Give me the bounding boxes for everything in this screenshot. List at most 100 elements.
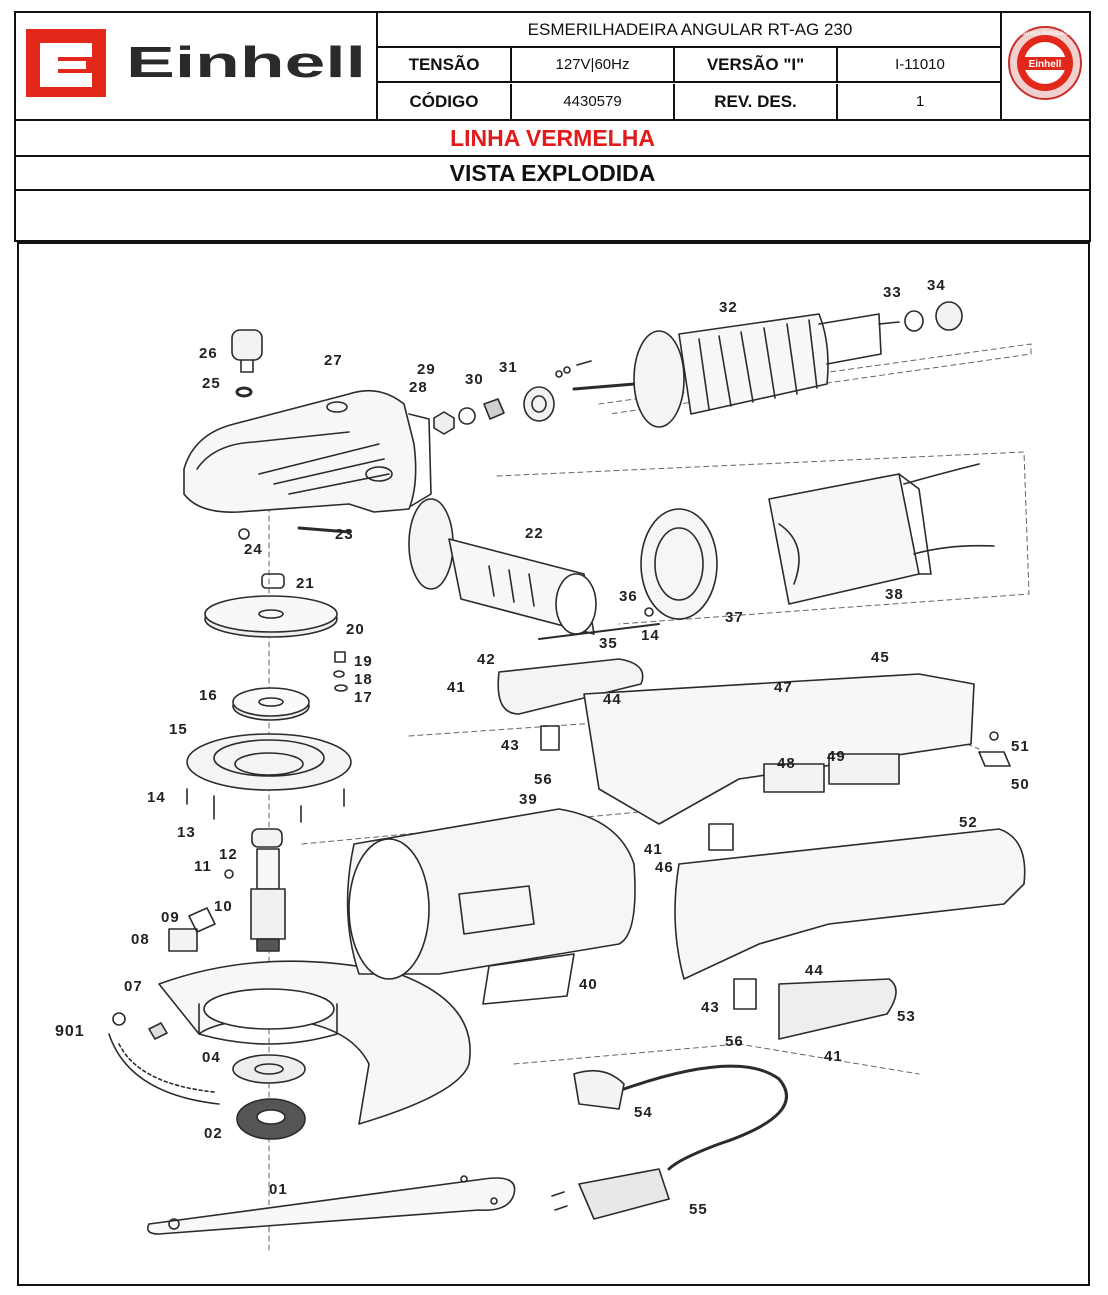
spec-row-2: CÓDIGO 4430579 REV. DES. 1 — [378, 84, 1002, 119]
part-55-plug — [551, 1168, 670, 1220]
label-24: 24 — [244, 541, 263, 558]
label-55: 55 — [689, 1201, 708, 1218]
label-47: 47 — [774, 679, 793, 696]
part-901-guard-screw-clamp — [112, 1012, 168, 1040]
label-51: 51 — [1011, 738, 1030, 755]
label-20: 20 — [346, 621, 365, 638]
label-22: 22 — [525, 525, 544, 542]
exploded-view-drawing: 01 02 04 07 08 09 10 11 12 13 14 15 16 1… — [55, 277, 1032, 1255]
part-47-handle-half-left — [583, 673, 975, 825]
label-54: 54 — [634, 1104, 653, 1121]
label-56-b: 56 — [725, 1033, 744, 1050]
voltage-label: TENSÃO — [378, 48, 512, 81]
part-07-wheel-guard — [108, 960, 471, 1125]
part-02-outer-flange — [236, 1098, 306, 1140]
part-46-suppressor — [708, 823, 734, 851]
part-23-screw — [297, 526, 351, 534]
label-29: 29 — [417, 361, 436, 378]
label-32: 32 — [719, 299, 738, 316]
label-30: 30 — [465, 371, 484, 388]
label-44: 44 — [603, 691, 622, 708]
revision-label: REV. DES. — [675, 84, 838, 119]
label-38: 38 — [885, 586, 904, 603]
seal-top-text: Serviço Autorizado — [1020, 31, 1071, 37]
label-41-c: 41 — [824, 1048, 843, 1065]
label-44-b: 44 — [805, 962, 824, 979]
label-09: 09 — [161, 909, 180, 926]
part-42-handle-cap — [497, 658, 644, 715]
label-42: 42 — [477, 651, 496, 668]
parts-08-09-clamp — [168, 907, 216, 952]
code-label: CÓDIGO — [378, 84, 512, 119]
label-34: 34 — [927, 277, 946, 294]
product-title: ESMERILHADEIRA ANGULAR RT-AG 230 — [378, 13, 1002, 48]
part-33-bearing — [904, 310, 924, 332]
part-35-screw — [538, 623, 660, 640]
label-37: 37 — [725, 609, 744, 626]
part-38-stator — [768, 463, 995, 605]
label-43-b: 43 — [701, 999, 720, 1016]
part-52-handle-half-right — [674, 828, 1026, 980]
label-13: 13 — [177, 824, 196, 841]
part-50-cable-clamp — [978, 751, 1011, 767]
label-50: 50 — [1011, 776, 1030, 793]
part-number-labels: 01 02 04 07 08 09 10 11 12 13 14 15 16 1… — [55, 277, 1030, 1218]
part-18-washer — [333, 670, 345, 678]
label-14: 14 — [147, 789, 166, 806]
part-32-armature — [572, 313, 900, 428]
part-10-spindle — [250, 848, 286, 952]
label-04: 04 — [202, 1049, 221, 1066]
part-48-switch — [763, 763, 825, 793]
part-49-electronics — [828, 753, 900, 785]
brand-logo-cell: Einhell — [16, 13, 378, 119]
label-12: 12 — [219, 846, 238, 863]
part-24-washer — [238, 528, 250, 540]
part-22-side-handle — [408, 498, 597, 635]
label-48: 48 — [777, 755, 796, 772]
label-08: 08 — [131, 931, 150, 948]
label-35: 35 — [599, 635, 618, 652]
label-18: 18 — [354, 671, 373, 688]
authorized-service-seal-cell: Einhell Serviço Autorizado — [1000, 13, 1089, 119]
voltage-value: 127V|60Hz — [512, 48, 675, 81]
part-40-label-plate — [482, 953, 575, 1005]
part-16-bearing — [232, 687, 310, 721]
label-15: 15 — [169, 721, 188, 738]
label-45: 45 — [871, 649, 890, 666]
label-07: 07 — [124, 978, 143, 995]
label-33: 33 — [883, 284, 902, 301]
part-53-switch-cover — [778, 978, 897, 1040]
label-02: 02 — [204, 1125, 223, 1142]
label-49: 49 — [827, 748, 846, 765]
label-43: 43 — [501, 737, 520, 754]
part-21-bushing — [261, 573, 285, 589]
version-value: I-11010 — [895, 56, 945, 73]
part-54-cable-guard — [573, 1069, 625, 1110]
part-51-screw — [989, 731, 999, 741]
version-label: VERSÃO "I" — [675, 48, 838, 81]
part-11-key — [224, 869, 234, 879]
label-01: 01 — [269, 1181, 288, 1198]
label-40: 40 — [579, 976, 598, 993]
label-28: 28 — [409, 379, 428, 396]
part-01-spanner — [146, 1175, 516, 1235]
label-52: 52 — [959, 814, 978, 831]
label-36: 36 — [619, 588, 638, 605]
part-15-bearing-flange — [186, 733, 352, 791]
part-37-air-guide — [640, 508, 718, 620]
spec-row-1: TENSÃO 127V|60Hz VERSÃO "I" I-11010 — [378, 48, 1002, 83]
label-31: 31 — [499, 359, 518, 376]
label-10: 10 — [214, 898, 233, 915]
part-20-bevel-gear — [204, 595, 338, 638]
power-cord — [622, 1064, 788, 1171]
label-19: 19 — [354, 653, 373, 670]
label-53: 53 — [897, 1008, 916, 1025]
part-19-screw — [334, 651, 346, 663]
label-14-b: 14 — [641, 627, 660, 644]
label-21: 21 — [296, 575, 315, 592]
label-41-b: 41 — [644, 841, 663, 858]
seal-brand: Einhell — [1029, 59, 1062, 70]
label-39: 39 — [519, 791, 538, 808]
label-16: 16 — [199, 687, 218, 704]
part-25-spring — [235, 386, 253, 398]
